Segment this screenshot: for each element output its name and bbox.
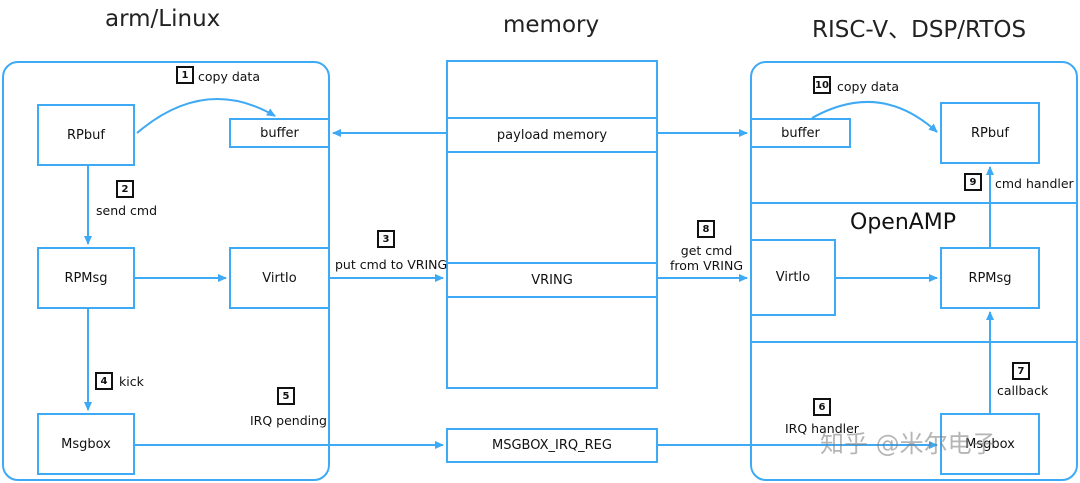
openamp-top-divider [752, 202, 1076, 204]
step-7-label: callback [997, 383, 1049, 398]
left-msgbox-box: Msgbox [37, 413, 135, 475]
step-6-label: IRQ handler [785, 421, 859, 436]
step-5-badge: 5 [277, 387, 295, 405]
left-buffer-box: buffer [229, 118, 330, 148]
openamp-bottom-divider [752, 341, 1076, 343]
left-rpbuf-box: RPbuf [37, 104, 135, 166]
step-8-label: get cmd from VRING [670, 243, 744, 273]
title-risc-v-rtos: RISC-V、DSP/RTOS [812, 17, 1027, 43]
step-7-badge: 7 [1012, 362, 1030, 380]
title-arm-linux: arm/Linux [105, 6, 221, 32]
title-memory: memory [503, 12, 600, 38]
step-2-badge: 2 [116, 180, 134, 198]
right-msgbox-box: Msgbox [940, 413, 1040, 475]
left-virtio-box: VirtIo [229, 247, 330, 309]
memory-column: payload memory VRING [446, 60, 658, 389]
step-3-label: put cmd to VRING [335, 257, 448, 272]
step-6-badge: 6 [813, 398, 831, 416]
step-4-badge: 4 [95, 372, 113, 390]
memory-divider [448, 117, 656, 119]
step-10-badge: 10 [813, 76, 831, 94]
msgbox-irq-reg-box: MSGBOX_IRQ_REG [446, 428, 658, 463]
step-10-label: copy data [837, 79, 899, 94]
step-2-label: send cmd [96, 203, 158, 218]
left-rpmsg-box: RPMsg [37, 247, 135, 309]
step-1-badge: 1 [176, 66, 194, 84]
step-4-label: kick [119, 374, 144, 389]
memory-divider [448, 262, 656, 264]
openamp-label: OpenAMP [850, 210, 957, 235]
right-rpbuf-box: RPbuf [940, 102, 1040, 164]
step-3-badge: 3 [377, 230, 395, 248]
memory-divider [448, 151, 656, 153]
step-8-badge: 8 [697, 220, 715, 238]
memory-divider [448, 296, 656, 298]
arrow-copy-data-right [811, 101, 938, 133]
right-rpmsg-box: RPMsg [940, 247, 1040, 309]
right-buffer-box: buffer [750, 118, 851, 148]
step-1-label: copy data [198, 69, 260, 84]
arrow-copy-data-left [136, 98, 276, 134]
watermark: 知乎 @米尔电子 [820, 430, 996, 458]
step-9-badge: 9 [964, 173, 982, 191]
step-9-label: cmd handler [995, 176, 1074, 191]
payload-memory-label: payload memory [496, 127, 608, 143]
step-5-label: IRQ pending [250, 413, 327, 428]
right-virtio-box: VirtIo [750, 239, 836, 316]
vring-label: VRING [531, 272, 573, 288]
